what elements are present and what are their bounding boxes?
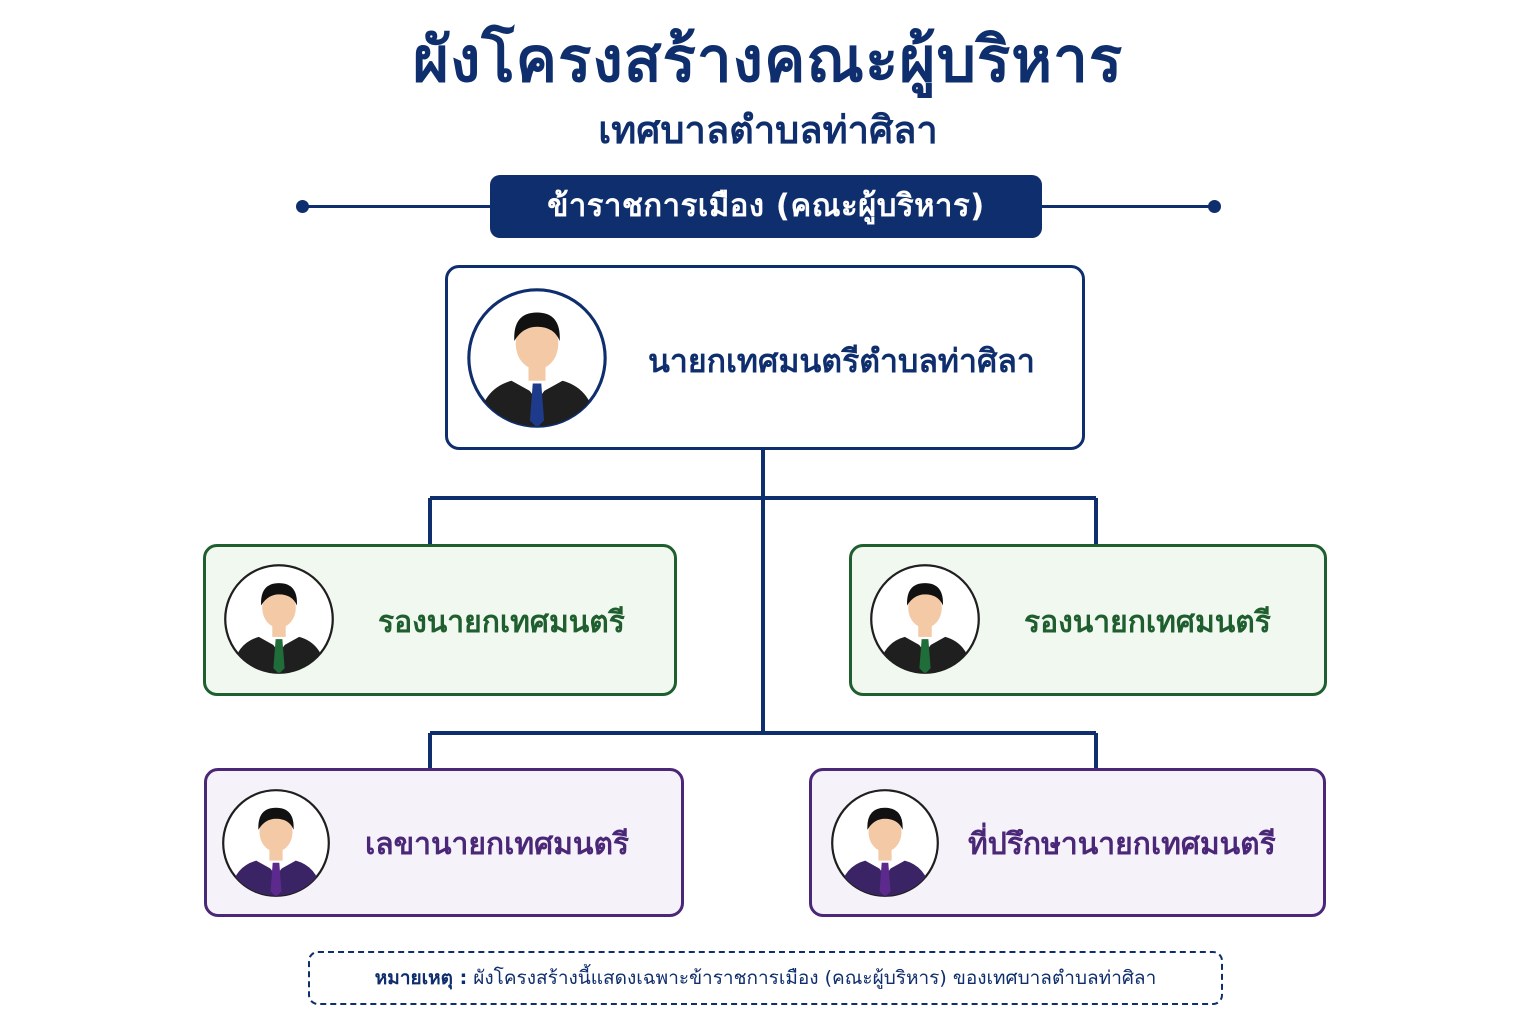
person-icon [222,789,330,897]
person-icon [831,789,939,897]
footnote: หมายเหตุ : ผังโครงสร้างนี้แสดงเฉพาะข้ารา… [308,951,1223,1005]
mayor-label: นายกเทศมนตรีตำบลท่าศิลา [648,342,1035,380]
avatar [869,563,981,679]
banner-right-dot [1208,200,1221,213]
banner-right-line [1040,205,1216,208]
footnote-label: หมายเหตุ : [374,967,468,989]
person-icon [870,564,980,674]
person-icon [467,288,607,428]
node-advisor: ที่ปรึกษานายกเทศมนตรี [809,768,1326,917]
banner-left-line [302,205,492,208]
footnote-text: ผังโครงสร้างนี้แสดงเฉพาะข้าราชการเมือง (… [473,967,1157,989]
page-title: ผังโครงสร้างคณะผู้บริหาร [412,23,1124,96]
node-secretary: เลขานายกเทศมนตรี [204,768,684,917]
section-banner: ข้าราชการเมือง (คณะผู้บริหาร) [490,175,1042,238]
avatar [223,563,335,679]
node-mayor: นายกเทศมนตรีตำบลท่าศิลา [445,265,1085,450]
page-subtitle: เทศบาลตำบลท่าศิลา [598,108,938,152]
avatar [466,287,608,433]
secretary-label: เลขานายกเทศมนตรี [365,827,630,862]
avatar [221,788,331,902]
node-deputy-right: รองนายกเทศมนตรี [849,544,1327,696]
deputy-right-label: รองนายกเทศมนตรี [1024,605,1271,640]
avatar [830,788,940,902]
deputy-left-label: รองนายกเทศมนตรี [378,605,625,640]
node-deputy-left: รองนายกเทศมนตรี [203,544,677,696]
advisor-label: ที่ปรึกษานายกเทศมนตรี [968,827,1276,862]
person-icon [224,564,334,674]
